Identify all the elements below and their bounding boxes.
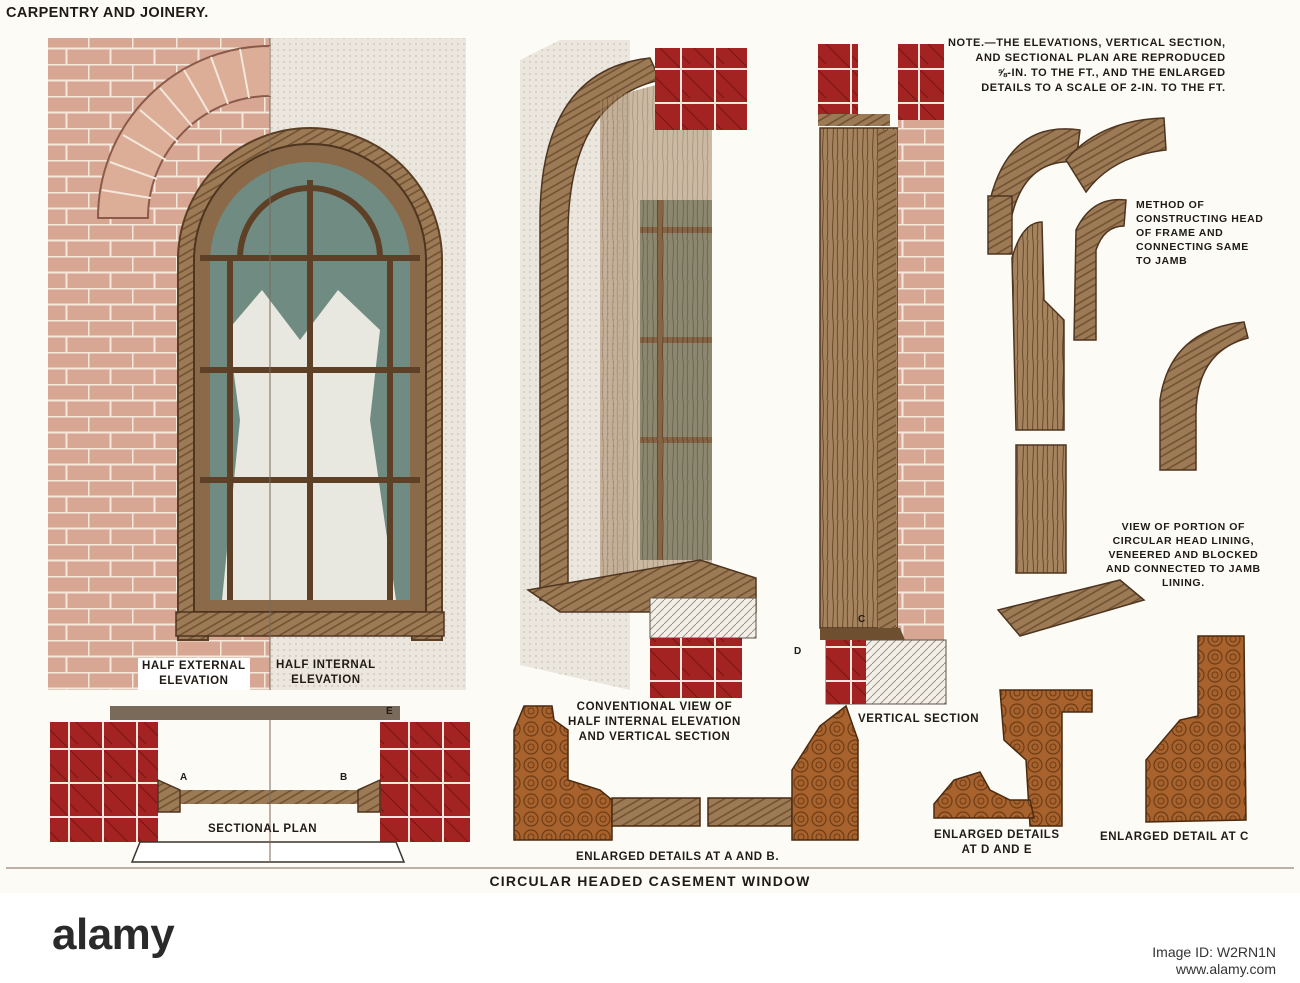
label-detail-c: Enlarged Detail at C <box>1100 831 1249 843</box>
label-view-portion-head-lining: View of Portion of Circular Head Lining,… <box>1106 520 1261 590</box>
label-vertical-section: Vertical Section <box>858 713 980 725</box>
label-line: and Vertical Section <box>578 731 731 743</box>
label-line: View of Portion of <box>1121 521 1246 533</box>
vs-sill-board <box>820 628 905 640</box>
label-details-ab: Enlarged Details at A and B. <box>576 851 780 863</box>
note-line: Details to a Scale of 2-in. to the Ft. <box>981 82 1226 94</box>
head-bricks <box>655 48 747 130</box>
vs-head-brick-right <box>898 44 944 120</box>
watermark-site: www.alamy.com <box>1175 961 1276 977</box>
label-conventional-view: Conventional View of Half Internal Eleva… <box>568 700 741 745</box>
label-half-internal-elevation: Half Internal Elevation <box>276 658 376 688</box>
label-line: Veneered and Blocked <box>1108 549 1259 561</box>
watermark-id: Image ID: W2RN1N www.alamy.com <box>1152 944 1276 978</box>
label-details-de: Enlarged Details at D and E <box>934 828 1060 858</box>
vs-wall <box>898 120 944 640</box>
note-line: ⅝-in. to the Ft., and the Enlarged <box>997 67 1226 79</box>
letter-e: E <box>386 706 394 717</box>
label-line: of Frame and <box>1136 227 1224 239</box>
label-line: Lining. <box>1162 577 1205 589</box>
label-line: at D and E <box>961 844 1033 856</box>
label-line: Constructing Head <box>1136 213 1264 225</box>
label-line: Half Internal Elevation <box>568 716 741 728</box>
details-ab-drawing <box>513 704 859 841</box>
note-line: and Sectional Plan are reproduced <box>975 52 1226 64</box>
label-sectional-plan: Sectional Plan <box>208 823 318 835</box>
vs-sill-brick <box>826 640 866 704</box>
label-method-constructing-head: Method of Constructing Head of Frame and… <box>1136 198 1263 268</box>
sill-bricks <box>650 638 742 698</box>
letter-a: A <box>180 772 188 783</box>
jamb-lining <box>600 70 712 610</box>
plate-caption: Circular Headed Casement Window <box>489 873 811 889</box>
vs-head-lining <box>818 114 890 126</box>
label-line: Method of <box>1136 199 1205 211</box>
label-line: to Jamb <box>1136 255 1188 267</box>
plate-header: Carpentry and Joinery. <box>6 5 209 21</box>
letter-d: D <box>794 646 802 657</box>
label-half-external-elevation: Half External Elevation <box>138 658 250 690</box>
note-line: Note.—The Elevations, Vertical Section, <box>948 37 1226 49</box>
stone-sill <box>649 597 757 639</box>
vs-head-brick-left <box>818 44 858 114</box>
glazing-bars <box>200 180 420 600</box>
head-construction-drawing <box>987 117 1249 637</box>
engraving-drawing <box>6 38 1294 869</box>
letter-b: B <box>340 772 348 783</box>
label-line: and connected to Jamb <box>1106 563 1261 575</box>
vs-frame <box>878 130 896 630</box>
watermark-strip <box>0 893 1300 983</box>
sectional-plan-drawing <box>50 706 470 863</box>
plan-brick-right <box>380 722 470 842</box>
scale-note: Note.—The Elevations, Vertical Section, … <box>948 36 1226 96</box>
letter-c: C <box>858 614 866 625</box>
elevation-drawing <box>48 38 466 690</box>
label-line: Circular Head Lining, <box>1112 535 1255 547</box>
plan-sill <box>130 841 406 863</box>
label-line: Enlarged Details <box>934 829 1060 841</box>
label-line: Half Internal <box>276 659 376 671</box>
watermark-image-id: Image ID: W2RN1N <box>1152 944 1276 960</box>
details-cde-drawing <box>933 635 1247 827</box>
watermark-brand: alamy <box>52 910 175 959</box>
label-line: Elevation <box>291 674 361 686</box>
window-sill <box>175 611 445 637</box>
label-line: Half External <box>142 660 246 672</box>
label-line: Elevation <box>159 675 229 687</box>
label-line: Conventional View of <box>576 701 733 713</box>
plan-brick-left <box>50 722 158 842</box>
conventional-view-drawing <box>520 40 757 698</box>
vertical-section-drawing <box>818 44 947 705</box>
plan-lintel <box>110 706 400 720</box>
label-line: Connecting same <box>1136 241 1249 253</box>
